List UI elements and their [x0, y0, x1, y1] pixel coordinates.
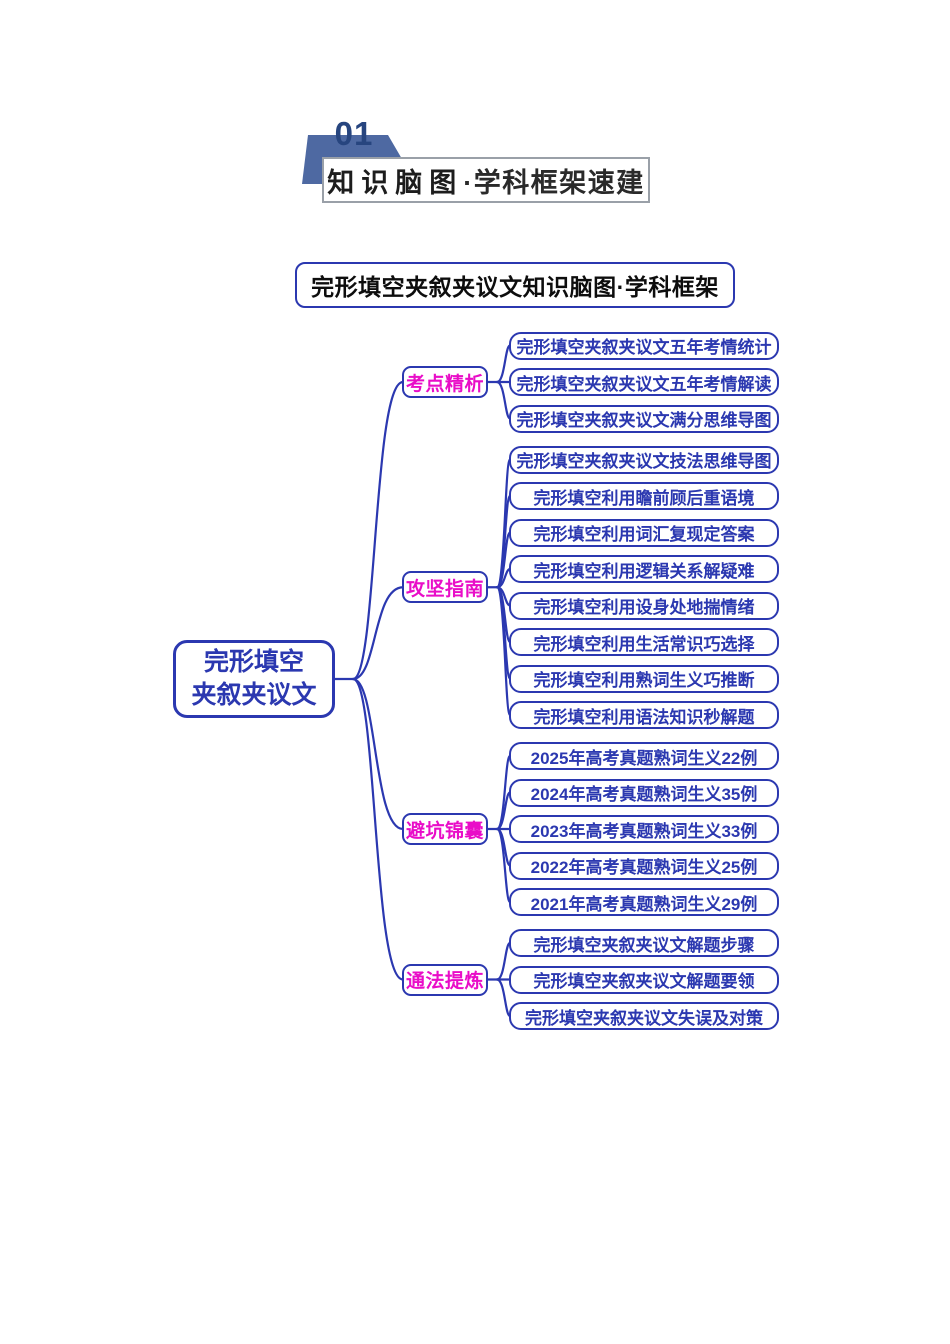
root-node-line1: 完形填空 [203, 648, 304, 676]
root-node: 完形填空 夹叙夹议文 [173, 640, 335, 718]
branch-node-2: 攻坚指南 [402, 571, 488, 604]
leaf-node: 完形填空夹叙夹议文失误及对策 [509, 1002, 779, 1030]
branch-node-4: 通法提炼 [402, 963, 488, 996]
leaf-node: 完形填空夹叙夹议文解题步骤 [509, 929, 779, 957]
leaf-node: 完形填空利用生活常识巧选择 [509, 628, 779, 656]
diagram-title: 完形填空夹叙夹议文知识脑图·学科框架 [295, 262, 735, 308]
leaf-node: 2024年高考真题熟词生义35例 [509, 778, 779, 807]
leaf-node: 完形填空利用词汇复现定答案 [509, 518, 779, 547]
leaf-node: 完形填空利用瞻前顾后重语境 [509, 482, 779, 510]
branch-node-1: 考点精析 [402, 366, 488, 398]
leaf-node: 完形填空夹叙夹议文满分思维导图 [509, 404, 779, 433]
leaf-node: 完形填空利用逻辑关系解疑难 [509, 555, 779, 583]
section-title-box: 知识脑图·学科框架速建 [322, 157, 650, 203]
root-node-line2: 夹叙夹议文 [191, 681, 317, 709]
leaf-node: 2023年高考真题熟词生义33例 [509, 815, 779, 843]
section-title-rest: ·学科框架速建 [463, 167, 645, 198]
leaf-node: 完形填空夹叙夹议文技法思维导图 [509, 445, 779, 474]
leaf-node: 2025年高考真题熟词生义22例 [509, 742, 779, 770]
leaf-node: 完形填空利用设身处地揣情绪 [509, 591, 779, 620]
leaf-node: 完形填空夹叙夹议文五年考情解读 [509, 368, 779, 396]
leaf-node: 2022年高考真题熟词生义25例 [509, 851, 779, 880]
leaf-node: 完形填空利用语法知识秒解题 [509, 701, 779, 729]
leaf-node: 2021年高考真题熟词生义29例 [509, 888, 779, 916]
section-title-strong: 知识脑图 [327, 167, 464, 198]
leaf-node: 完形填空夹叙夹议文五年考情统计 [509, 331, 779, 360]
leaf-node: 完形填空夹叙夹议文解题要领 [509, 965, 779, 994]
branch-node-3: 避坑锦囊 [402, 813, 488, 845]
leaf-node: 完形填空利用熟词生义巧推断 [509, 664, 779, 693]
section-number: 01 [334, 115, 374, 152]
